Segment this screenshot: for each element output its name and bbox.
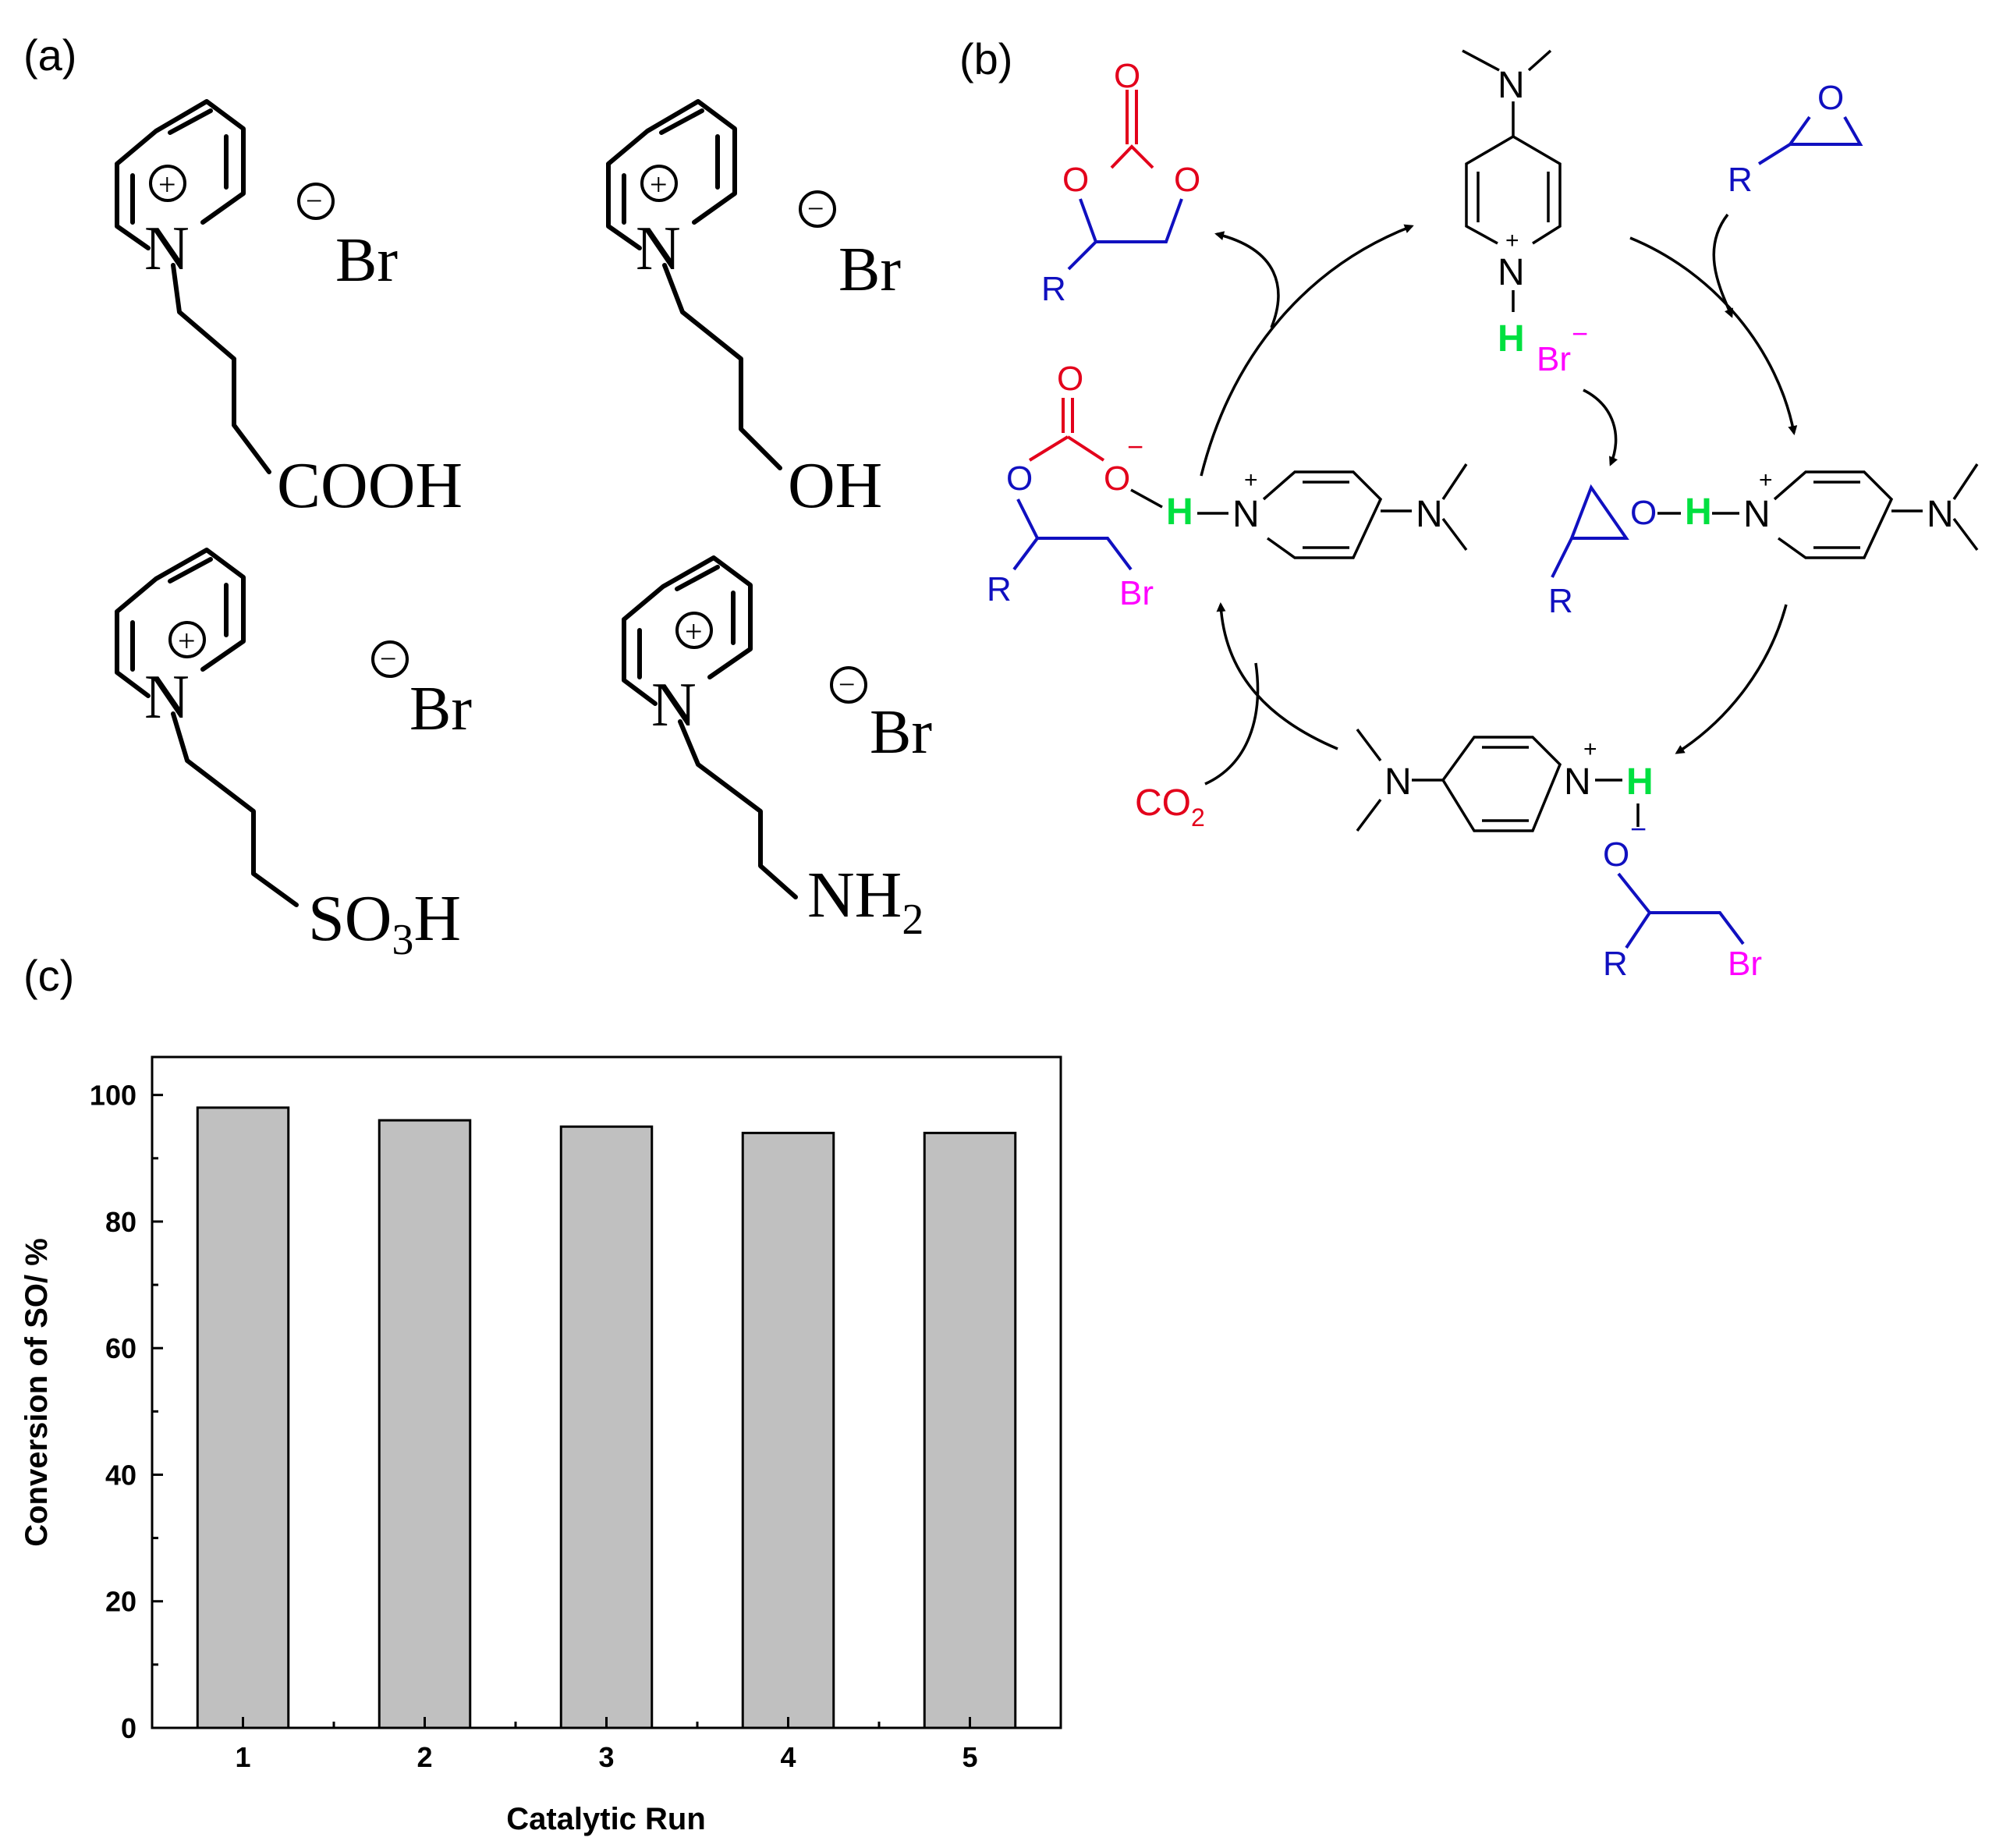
svg-text:O: O — [1104, 459, 1130, 498]
svg-text:−: − — [1127, 431, 1143, 463]
conversion-bar-chart: 0 20 40 60 80 100 1 2 3 4 5 Catalytic Run Convers… — [19, 1055, 1062, 1836]
svg-text:N: N — [1384, 761, 1412, 803]
pyridinium-oh-structure: N + OH − Br — [606, 99, 901, 522]
svg-text:−: − — [380, 643, 396, 676]
y-tick-label: 60 — [105, 1332, 136, 1364]
bar-run-3 — [559, 1125, 654, 1729]
co2-label: CO2 — [1135, 782, 1205, 832]
dmap-hbr-top: N N + H Br − — [1462, 49, 1588, 378]
pyridinium-nh2-structure: N + NH2 − Br — [622, 555, 932, 944]
svg-text:+: + — [685, 614, 703, 649]
pyridinium-so3h-structure: N + SO3H − Br — [115, 548, 472, 964]
x-tick-label: 2 — [417, 1741, 432, 1773]
svg-text:R: R — [1548, 582, 1573, 620]
oh-group-label: OH — [788, 449, 882, 522]
svg-text:O: O — [1603, 835, 1629, 874]
y-tick-label: 80 — [105, 1206, 136, 1238]
svg-text:N: N — [1743, 494, 1771, 535]
svg-text:−: − — [1630, 813, 1647, 845]
bromide-label-4: Br — [870, 698, 932, 767]
svg-text:O: O — [1006, 459, 1033, 498]
svg-text:Br: Br — [1728, 945, 1762, 983]
y-tick-label: 20 — [105, 1586, 136, 1618]
svg-text:N: N — [1498, 252, 1525, 293]
bar-run-4 — [741, 1131, 835, 1729]
svg-text:O: O — [1114, 57, 1140, 95]
svg-text:R: R — [1603, 945, 1628, 983]
svg-text:Br: Br — [1119, 574, 1154, 612]
panel-label-c: (c) — [23, 951, 74, 1000]
svg-text:+: + — [158, 167, 176, 202]
svg-text:R: R — [1041, 270, 1066, 308]
svg-text:H: H — [1166, 491, 1193, 533]
svg-text:+: + — [1583, 736, 1597, 762]
x-tick-label: 4 — [780, 1741, 796, 1773]
bar-run-2 — [378, 1119, 472, 1729]
bar-run-1 — [196, 1106, 290, 1729]
cycle-arrows — [1200, 213, 1798, 786]
panel-label-b: (b) — [959, 34, 1012, 83]
x-tick-label: 5 — [962, 1741, 977, 1773]
nh2-group-label: NH2 — [807, 859, 924, 944]
y-axis-title: Conversion of SO/ % — [19, 1238, 54, 1547]
svg-text:N: N — [1232, 494, 1260, 535]
cooh-group-label: COOH — [277, 449, 463, 522]
svg-text:H: H — [1626, 761, 1654, 803]
so3h-group-label: SO3H — [308, 882, 461, 964]
panel-label-a: (a) — [23, 30, 76, 80]
bar-run-5 — [923, 1131, 1017, 1729]
svg-text:Br: Br — [1537, 340, 1571, 378]
svg-text:−: − — [807, 193, 824, 225]
cyclic-carbonate-product: O O O R — [1041, 57, 1200, 308]
svg-text:+: + — [1505, 228, 1519, 254]
svg-text:+: + — [1244, 467, 1258, 493]
n-plus-atom: N — [144, 215, 190, 283]
svg-text:N: N — [1927, 494, 1954, 535]
svg-text:H: H — [1498, 318, 1525, 360]
x-tick-label: 1 — [235, 1741, 250, 1773]
carbonate-intermediate: O O O − H N + N R Br — [987, 360, 1468, 612]
bromide-label-3: Br — [409, 675, 472, 743]
svg-text:O: O — [1062, 161, 1089, 199]
svg-text:−: − — [1572, 317, 1588, 349]
x-tick-label: 3 — [598, 1741, 614, 1773]
y-tick-label: 100 — [90, 1080, 136, 1112]
pyridinium-cooh-structure: N + COOH − Br — [115, 99, 463, 522]
svg-text:+: + — [1759, 467, 1773, 493]
epoxide-substrate: O R — [1728, 79, 1863, 199]
y-tick-label: 40 — [105, 1459, 136, 1491]
svg-text:O: O — [1057, 360, 1083, 398]
svg-text:+: + — [650, 167, 668, 202]
bromide-label-1: Br — [335, 226, 398, 295]
svg-text:O: O — [1817, 79, 1844, 117]
n-plus-atom-2: N — [636, 215, 681, 283]
svg-text:+: + — [178, 623, 196, 658]
svg-text:N: N — [1416, 494, 1443, 535]
svg-text:R: R — [987, 570, 1012, 608]
svg-text:N: N — [1498, 65, 1525, 106]
n-plus-atom-4: N — [651, 671, 697, 740]
svg-text:N: N — [1564, 761, 1591, 803]
svg-text:O: O — [1174, 161, 1200, 199]
epoxide-activation-intermediate: O R H N + N — [1548, 463, 1979, 620]
svg-text:O: O — [1630, 494, 1657, 532]
svg-text:−: − — [306, 185, 322, 218]
svg-text:R: R — [1728, 161, 1753, 199]
bromide-label-2: Br — [838, 236, 901, 304]
x-axis-title: Catalytic Run — [506, 1802, 706, 1836]
svg-text:H: H — [1685, 491, 1712, 533]
n-plus-atom-3: N — [144, 663, 190, 732]
svg-text:−: − — [838, 669, 855, 701]
y-tick-label: 0 — [121, 1712, 136, 1744]
alkoxide-intermediate: N N + H O − R Br — [1356, 728, 1762, 983]
